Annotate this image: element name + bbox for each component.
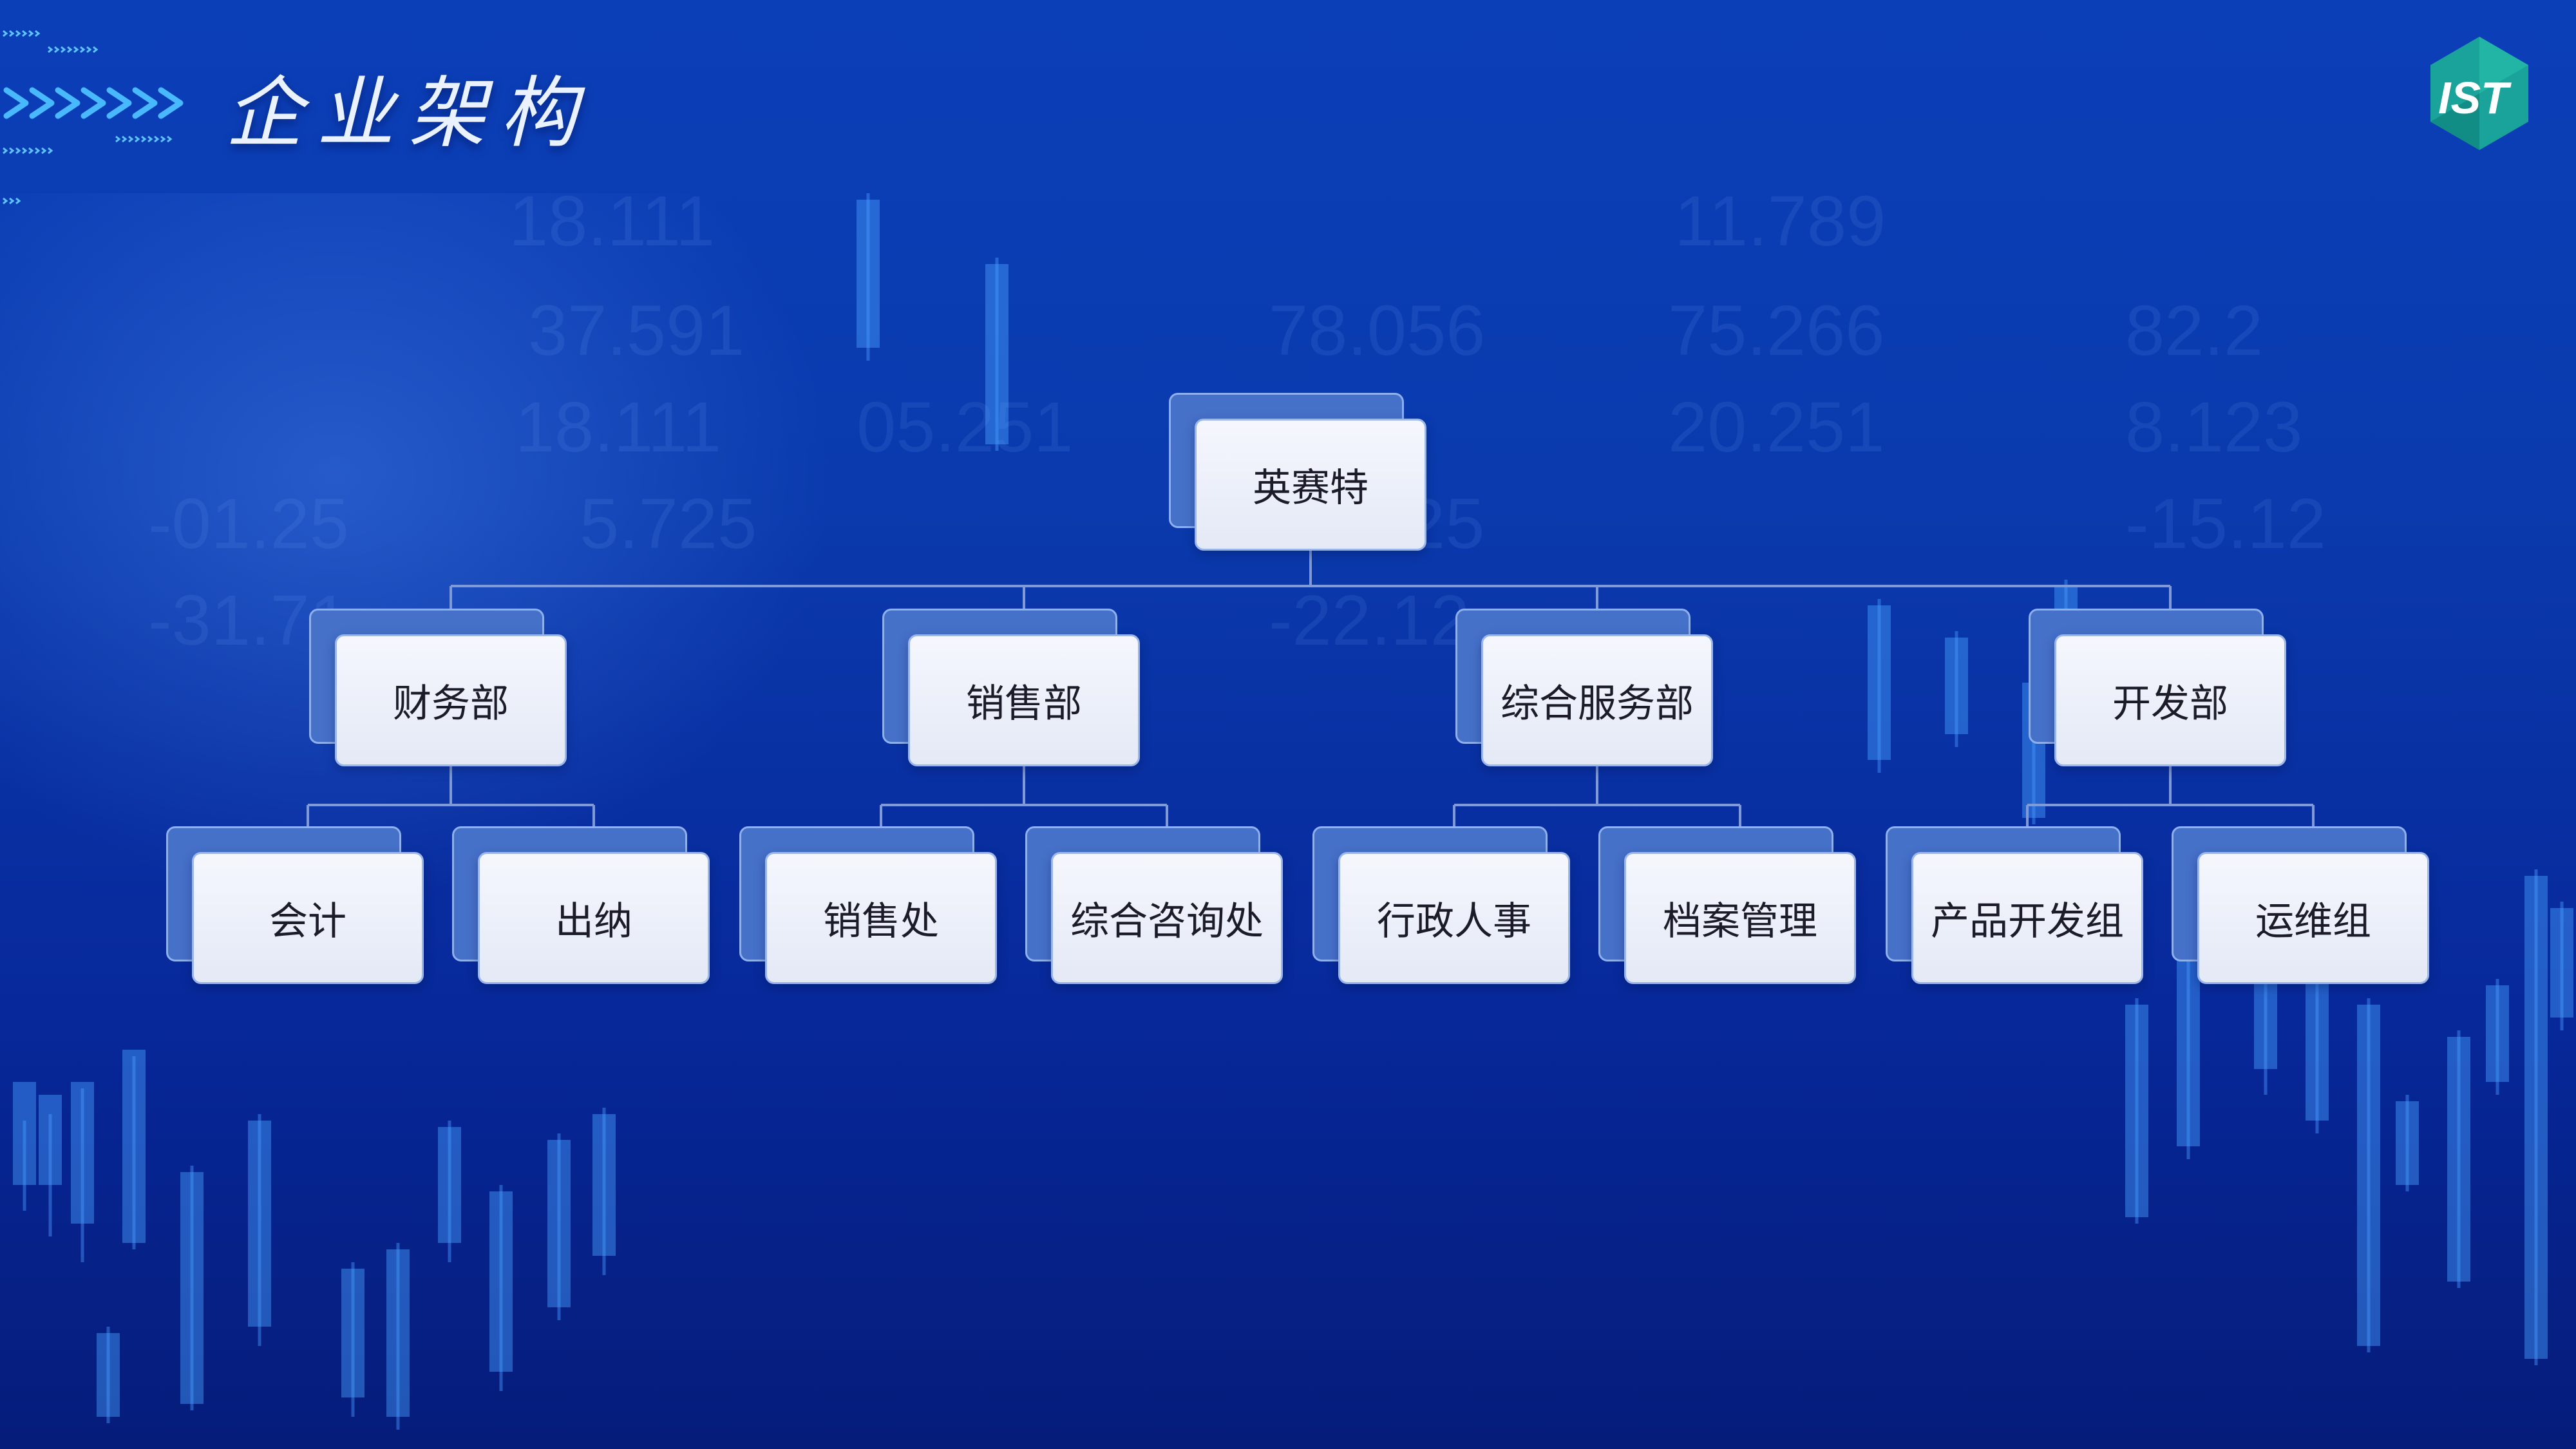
background-candle-body (2524, 876, 2548, 1359)
background-candle-body (1945, 638, 1968, 734)
logo-text: IST (2438, 73, 2508, 123)
node-front-card: 综合咨询处 (1051, 852, 1283, 984)
node-front-card: 财务部 (335, 634, 567, 766)
background-number: 37.591 (528, 291, 745, 370)
node-front-card: 产品开发组 (1911, 852, 2143, 984)
org-node-department: 销售部 (882, 609, 1140, 766)
node-front-card: 会计 (192, 852, 424, 984)
background-candle-body (2447, 1037, 2470, 1282)
node-front-card: 销售部 (908, 634, 1140, 766)
background-candle-body (857, 200, 880, 348)
org-node-department: 综合服务部 (1455, 609, 1713, 766)
org-node-team: 出纳 (452, 826, 710, 984)
background-number: 8.123 (2125, 388, 2303, 467)
node-label: 开发部 (2112, 681, 2228, 726)
background-candle-body (248, 1121, 271, 1327)
node-label: 英赛特 (1253, 466, 1368, 511)
node-label: 综合服务部 (1501, 681, 1694, 726)
background-number: 82.2 (2125, 291, 2264, 370)
background-number: 78.056 (1269, 291, 1486, 370)
background-number: 20.251 (1668, 388, 1885, 467)
chevron-arrows-icon (3, 30, 184, 205)
node-label: 档案管理 (1663, 899, 1817, 944)
background-candle-body (341, 1269, 365, 1397)
node-label: 销售部 (966, 681, 1082, 726)
node-label: 综合咨询处 (1070, 899, 1264, 944)
background-number: -01.25 (148, 484, 349, 564)
background-candle-body (71, 1082, 94, 1224)
background-candle-body (2550, 908, 2573, 1018)
background-candle-body (122, 1050, 146, 1243)
node-front-card: 行政人事 (1338, 852, 1570, 984)
node-front-card: 开发部 (2054, 634, 2286, 766)
background-candle-body (13, 1082, 36, 1185)
background-number: 75.266 (1668, 291, 1885, 370)
background-number: 5.725 (580, 484, 757, 564)
org-node-team: 档案管理 (1598, 826, 1856, 984)
node-front-card: 运维组 (2197, 852, 2429, 984)
background-candle-body (2306, 960, 2329, 1121)
org-node-team: 产品开发组 (1886, 826, 2143, 984)
org-node-department: 财务部 (309, 609, 567, 766)
background-candle-body (2125, 1005, 2148, 1217)
page-title: 企业架构 (225, 69, 591, 158)
background-candle-body (2177, 940, 2200, 1146)
node-label: 产品开发组 (1931, 899, 2124, 944)
background-number: -15.12 (2125, 484, 2326, 564)
background-number: 05.251 (857, 388, 1074, 467)
org-node-department: 开发部 (2029, 609, 2286, 766)
node-label: 会计 (269, 899, 346, 944)
background-number: 18.111 (509, 182, 715, 261)
org-node-team: 销售处 (739, 826, 997, 984)
background-glow (0, 193, 837, 902)
org-node-root: 英赛特 (1169, 393, 1426, 551)
node-front-card: 销售处 (765, 852, 997, 984)
background-candle-body (592, 1114, 616, 1256)
background-number: -22.12 (1269, 581, 1470, 660)
background-candle-body (39, 1095, 62, 1185)
background-candle-body (2396, 1101, 2419, 1185)
background-candle-body (547, 1140, 571, 1307)
background-number: 18.111 (515, 388, 722, 467)
background-candle-body (2486, 985, 2509, 1082)
node-front-card: 英赛特 (1195, 419, 1426, 551)
node-label: 行政人事 (1377, 899, 1531, 944)
node-label: 销售处 (823, 899, 939, 944)
node-front-card: 档案管理 (1624, 852, 1856, 984)
background-candle-body (438, 1127, 461, 1243)
background-candle-body (180, 1172, 204, 1404)
background-number: 11.789 (1674, 182, 1886, 261)
org-node-team: 会计 (166, 826, 424, 984)
ist-logo-icon (2430, 37, 2528, 150)
node-label: 运维组 (2255, 899, 2371, 944)
background-candle-body (2357, 1005, 2380, 1346)
org-node-team: 行政人事 (1312, 826, 1570, 984)
background-candle-body (489, 1191, 513, 1372)
org-node-team: 运维组 (2172, 826, 2429, 984)
node-label: 财务部 (393, 681, 509, 726)
background-candle-body (386, 1249, 410, 1417)
background-candle-body (985, 264, 1009, 444)
background-candle-body (97, 1333, 120, 1417)
node-front-card: 出纳 (478, 852, 710, 984)
org-node-team: 综合咨询处 (1025, 826, 1283, 984)
background-candle-body (1868, 605, 1891, 760)
node-front-card: 综合服务部 (1481, 634, 1713, 766)
node-label: 出纳 (555, 899, 632, 944)
